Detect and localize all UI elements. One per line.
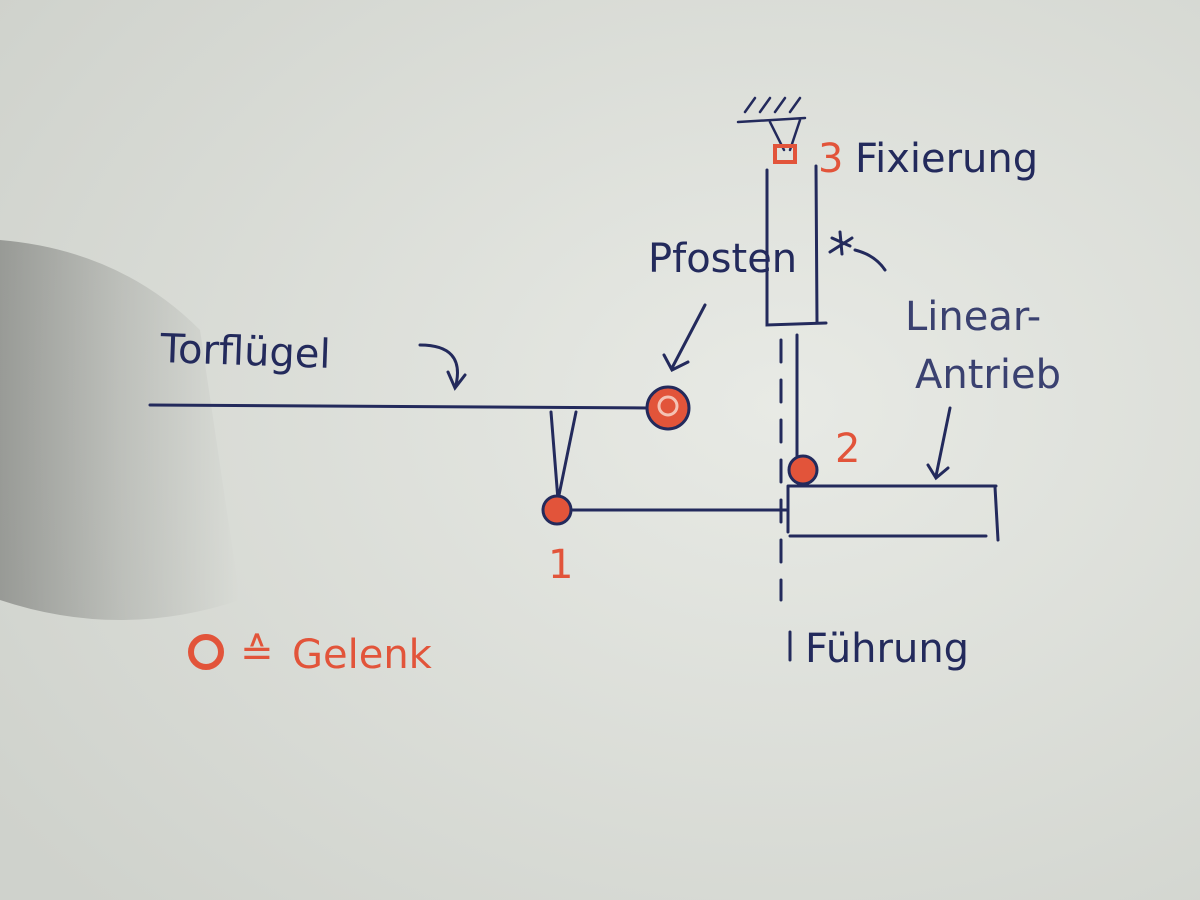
legend-joint-icon — [188, 634, 224, 670]
label-fixation: Fixierung — [855, 136, 1038, 182]
fixation-hatch — [736, 96, 807, 152]
joint-3 — [773, 144, 797, 164]
linear-drive-arrow — [926, 406, 952, 481]
joint-2 — [787, 454, 819, 486]
linear-drive-box — [786, 484, 1000, 542]
label-door-leaf: Torflügel — [159, 326, 332, 378]
joint-0 — [645, 385, 691, 431]
joint-1-label: 1 — [548, 542, 573, 588]
label-guide: Führung — [805, 626, 969, 672]
post-rectangle — [765, 164, 828, 327]
label-linear-drive-2: Antrieb — [915, 352, 1061, 398]
joint-3-label: 3 — [818, 136, 843, 182]
post-arrow — [662, 303, 707, 372]
joint-2-label: 2 — [835, 426, 860, 472]
joint-1 — [541, 494, 573, 526]
label-post: Pfosten — [648, 236, 797, 282]
legend-corresponds-symbol: ≙ — [240, 630, 274, 676]
post-asterisk-arrow — [828, 230, 887, 272]
shadow — [0, 240, 240, 620]
legend-joint-label: Gelenk — [292, 632, 433, 678]
door-leaf-line — [148, 403, 650, 410]
label-linear-drive-1: Linear- — [905, 294, 1041, 340]
door-leaf-arrow — [418, 343, 467, 391]
